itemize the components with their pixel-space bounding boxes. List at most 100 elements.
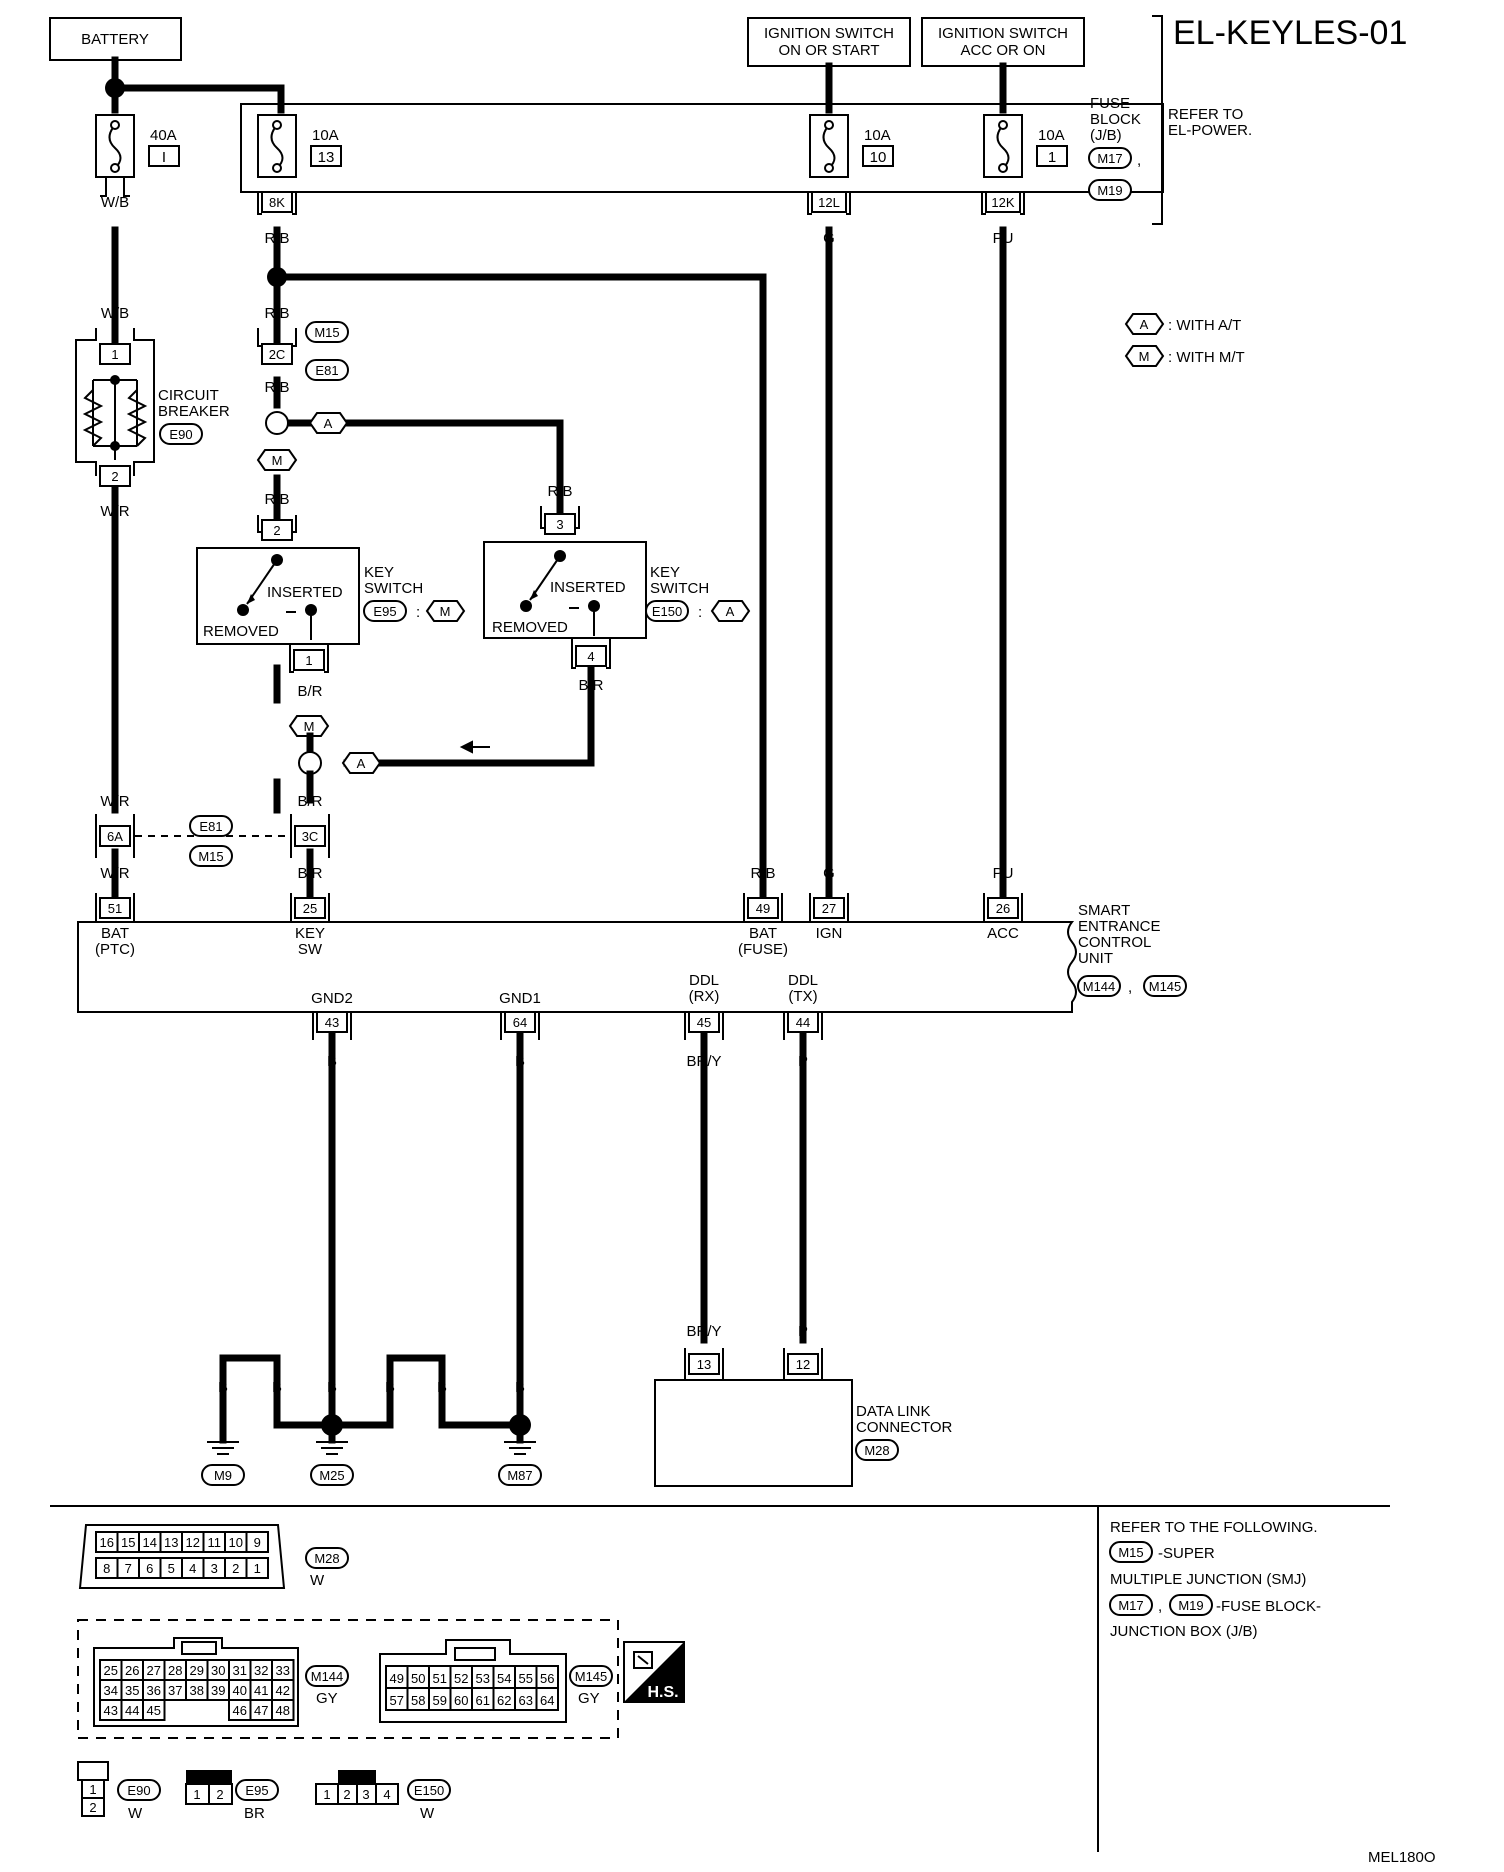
svg-text:E150: E150 (652, 604, 682, 619)
pin-cell-label: 50 (411, 1671, 425, 1686)
svg-text:-FUSE BLOCK-: -FUSE BLOCK- (1216, 1598, 1321, 1615)
svg-text:R/B: R/B (264, 230, 289, 247)
svg-text:2: 2 (89, 1800, 96, 1815)
svg-text:W: W (420, 1805, 435, 1822)
svg-text:A: A (726, 604, 735, 619)
svg-text:BR: BR (244, 1805, 265, 1822)
pin-cell-label: 49 (390, 1671, 404, 1686)
junction-6a-3c: W/R B/R 6A 3C E81 M15 W/R B/R (95, 793, 330, 882)
dashed-group-secu (77, 1619, 619, 1739)
secu-pin-25: 25 KEY SW (290, 893, 330, 958)
svg-text:26: 26 (996, 901, 1010, 916)
svg-text:B: B (515, 1379, 525, 1396)
svg-text:M87: M87 (507, 1468, 532, 1483)
pin-cell-label: 16 (100, 1535, 114, 1550)
refer-power-line1: REFER TO (1168, 106, 1243, 123)
svg-text:M17: M17 (1118, 1598, 1143, 1613)
pin-cell-label: 54 (497, 1671, 511, 1686)
svg-text:G: G (823, 865, 835, 882)
svg-text:3C: 3C (302, 829, 319, 844)
svg-text:B/R: B/R (297, 793, 322, 810)
secu-pin-26: PU 26 ACC (983, 865, 1023, 942)
ign-acc-on-line1: IGNITION SWITCH (938, 25, 1068, 42)
svg-text:M28: M28 (314, 1551, 339, 1566)
svg-text:W/R: W/R (100, 503, 129, 520)
pin-cell-label: 7 (125, 1561, 132, 1576)
svg-text:IGN: IGN (816, 925, 843, 942)
svg-text:1: 1 (111, 347, 118, 362)
pin-cell-label: 30 (211, 1663, 225, 1678)
svg-text:W/R: W/R (100, 793, 129, 810)
pin-cell (535, 1687, 559, 1711)
svg-text:1: 1 (305, 653, 312, 668)
svg-text:M: M (1139, 349, 1150, 364)
secu-box (77, 921, 1077, 1013)
svg-text:E150: E150 (414, 1783, 444, 1798)
svg-text:W: W (310, 1572, 325, 1589)
svg-text:B: B (385, 1379, 395, 1396)
ign-on-start-line2: ON OR START (778, 42, 879, 59)
figure-id: MEL180O (1368, 1849, 1436, 1866)
pin-cell-label: 39 (211, 1683, 225, 1698)
svg-text:BREAKER: BREAKER (158, 403, 230, 420)
svg-text:2: 2 (273, 523, 280, 538)
pin-cell-label: 38 (190, 1683, 204, 1698)
svg-text:P: P (798, 1323, 808, 1340)
svg-text:B: B (327, 1053, 337, 1070)
pin-cell-label: 13 (164, 1535, 178, 1550)
secu-pin-51: 51 BAT (PTC) (95, 893, 135, 958)
svg-text:W/B: W/B (101, 194, 129, 211)
pin-cell-label: 61 (476, 1693, 490, 1708)
svg-text:E81: E81 (199, 819, 222, 834)
ign-acc-on-line2: ACC OR ON (960, 42, 1045, 59)
svg-text:B: B (218, 1379, 228, 1396)
option-a-bottom: A (341, 752, 382, 774)
connector-tag-m19-label: M19 (1097, 183, 1122, 198)
svg-text:B/R: B/R (578, 677, 603, 694)
svg-text:ACC: ACC (987, 925, 1019, 942)
svg-text:A: A (324, 416, 333, 431)
option-node-top (265, 411, 289, 435)
fuse-block-label: FUSE BLOCK (J/B) (1090, 95, 1141, 144)
pin-cell-label: 9 (254, 1535, 261, 1550)
svg-text:DATA LINK: DATA LINK (856, 1403, 930, 1420)
pin-cell-label: 40 (233, 1683, 247, 1698)
svg-text:KEY: KEY (364, 564, 394, 581)
svg-text:BR/Y: BR/Y (686, 1323, 721, 1340)
svg-text:(TX): (TX) (788, 988, 817, 1005)
flow-arrow (459, 740, 490, 754)
svg-text:44: 44 (796, 1015, 810, 1030)
svg-text:BR/Y: BR/Y (686, 1053, 721, 1070)
svg-text:INSERTED: INSERTED (550, 579, 626, 596)
pin-cell-label: 55 (519, 1671, 533, 1686)
svg-text:4: 4 (587, 649, 594, 664)
data-link-connector: BR/Y P 13 12 DATA LINK CONNECTOR M28 (654, 1323, 953, 1487)
svg-text:(J/B): (J/B) (1090, 127, 1122, 144)
pin-cell-label: 29 (190, 1663, 204, 1678)
svg-text:13: 13 (318, 149, 335, 166)
svg-text:10A: 10A (864, 127, 891, 144)
ground-labels: B B B B B B (218, 1379, 525, 1396)
pin-cell-label: 6 (146, 1561, 153, 1576)
pin-cell-label: 64 (540, 1693, 554, 1708)
svg-text:2: 2 (216, 1787, 223, 1802)
svg-text:REFER TO THE FOLLOWING.: REFER TO THE FOLLOWING. (1110, 1519, 1318, 1536)
svg-text:: WITH M/T: : WITH M/T (1168, 349, 1245, 366)
secu-pin-43: GND2 43 B (311, 990, 353, 1070)
ground-m87: M87 (498, 1441, 542, 1486)
svg-text:P: P (798, 1053, 808, 1070)
connector-view-e150: 1 2 3 4 E150 W (315, 1770, 451, 1822)
pin-cell (245, 1531, 269, 1553)
svg-text:A: A (357, 756, 366, 771)
svg-text:25: 25 (303, 901, 317, 916)
svg-text:B: B (272, 1379, 282, 1396)
svg-text:64: 64 (513, 1015, 527, 1030)
svg-text:3: 3 (362, 1787, 369, 1802)
secu-pin-45: DDL (RX) 45 BR/Y (684, 972, 724, 1070)
splice-rb (267, 267, 287, 287)
pin-cell-label: 42 (276, 1683, 290, 1698)
svg-text:SMART: SMART (1078, 902, 1130, 919)
pin-cell-label: 62 (497, 1693, 511, 1708)
option-a-top: A (308, 412, 349, 434)
